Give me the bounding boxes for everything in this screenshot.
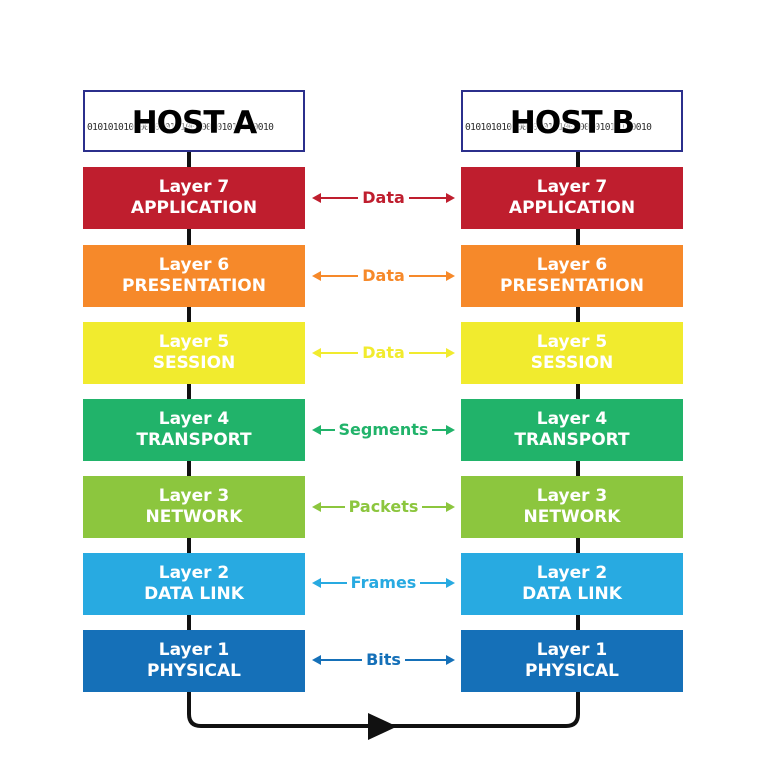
host-a-binary-pattern: 010101010100101010100000101010100010 010… (87, 122, 274, 133)
layer-number: Layer 7 (158, 177, 230, 197)
host-a-layer-2: Layer 2 DATA LINK (83, 553, 305, 615)
layer-name: SESSION (530, 353, 614, 373)
host-b-layer-1: Layer 1 PHYSICAL (461, 630, 683, 692)
host-b-layer-6: Layer 6 PRESENTATION (461, 245, 683, 307)
pdu-layer-3: Packets (312, 496, 455, 518)
layer-name: PHYSICAL (146, 661, 242, 681)
layer-number: Layer 1 (536, 640, 608, 660)
host-b-binary-pattern: 010101010100101010100000101010100010 010… (465, 122, 652, 133)
layer-number: Layer 5 (158, 332, 230, 352)
host-a-box: 010101010100101010100000101010100010 010… (83, 90, 305, 152)
layer-name: APPLICATION (508, 198, 636, 218)
host-b-layer-7: Layer 7 APPLICATION (461, 167, 683, 229)
host-a-layer-7: Layer 7 APPLICATION (83, 167, 305, 229)
layer-name: PHYSICAL (524, 661, 620, 681)
host-b-layer-5: Layer 5 SESSION (461, 322, 683, 384)
pdu-layer-6: Data (312, 265, 455, 287)
layer-number: Layer 7 (536, 177, 608, 197)
layer-number: Layer 4 (536, 409, 608, 429)
layer-number: Layer 4 (158, 409, 230, 429)
layer-name: PRESENTATION (500, 276, 644, 296)
pdu-layer-7: Data (312, 187, 455, 209)
layer-name: NETWORK (523, 507, 621, 527)
layer-name: TRANSPORT (136, 430, 252, 450)
pdu-label: Data (358, 266, 409, 285)
host-a-layer-1: Layer 1 PHYSICAL (83, 630, 305, 692)
pdu-label: Frames (346, 573, 421, 592)
pdu-label: Data (358, 188, 409, 207)
host-b-box: 010101010100101010100000101010100010 010… (461, 90, 683, 152)
host-a-layer-5: Layer 5 SESSION (83, 322, 305, 384)
host-b-layer-3: Layer 3 NETWORK (461, 476, 683, 538)
layer-name: DATA LINK (522, 584, 622, 604)
flow-arrow-icon (368, 713, 397, 740)
layer-number: Layer 2 (536, 563, 608, 583)
pdu-label: Packets (344, 497, 423, 516)
layer-number: Layer 3 (158, 486, 230, 506)
pdu-layer-5: Data (312, 342, 455, 364)
pdu-layer-1: Bits (312, 649, 455, 671)
layer-number: Layer 2 (158, 563, 230, 583)
pdu-layer-4: Segments (312, 419, 455, 441)
pdu-label: Data (358, 343, 409, 362)
host-b-layer-4: Layer 4 TRANSPORT (461, 399, 683, 461)
layer-name: PRESENTATION (122, 276, 266, 296)
pdu-layer-2: Frames (312, 572, 455, 594)
layer-name: NETWORK (145, 507, 243, 527)
host-a-layer-4: Layer 4 TRANSPORT (83, 399, 305, 461)
pdu-label: Segments (334, 420, 433, 439)
host-a-layer-3: Layer 3 NETWORK (83, 476, 305, 538)
layer-number: Layer 3 (536, 486, 608, 506)
layer-number: Layer 6 (158, 255, 230, 275)
layer-number: Layer 5 (536, 332, 608, 352)
layer-name: SESSION (152, 353, 236, 373)
host-b-layer-2: Layer 2 DATA LINK (461, 553, 683, 615)
layer-number: Layer 1 (158, 640, 230, 660)
host-b-title: HOST B (509, 105, 635, 141)
layer-name: APPLICATION (130, 198, 258, 218)
layer-name: TRANSPORT (514, 430, 630, 450)
host-a-layer-6: Layer 6 PRESENTATION (83, 245, 305, 307)
pdu-label: Bits (362, 650, 405, 669)
host-a-title: HOST A (131, 105, 258, 141)
layer-number: Layer 6 (536, 255, 608, 275)
layer-name: DATA LINK (144, 584, 244, 604)
